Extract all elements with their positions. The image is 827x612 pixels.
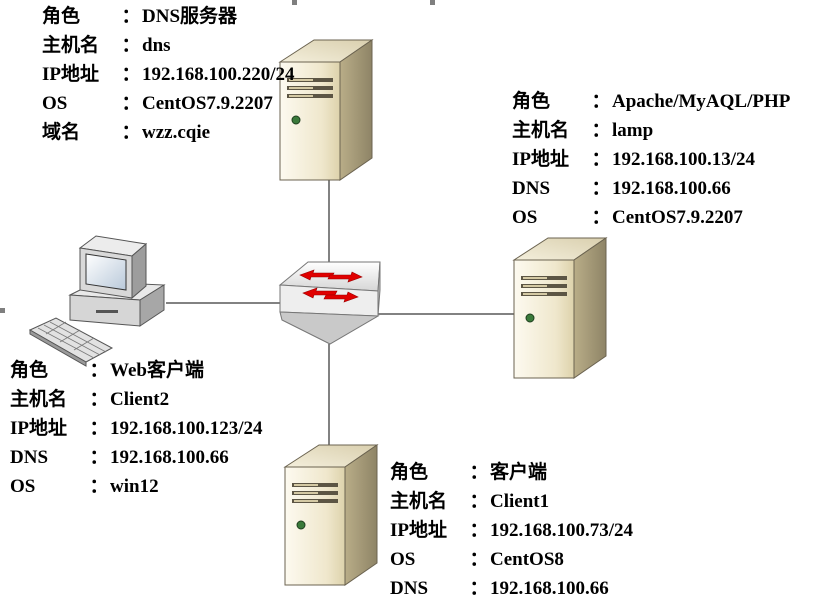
field-separator: ： (591, 178, 611, 199)
info-row: 主机名 ：Client2 (10, 385, 263, 414)
field-key: 角色 (10, 360, 49, 381)
info-row: 主机名 ：dns (42, 31, 295, 60)
field-key: 主机名 (390, 491, 448, 512)
info-row: DNS ：192.168.100.66 (512, 174, 790, 203)
info-row: 主机名 ：lamp (512, 116, 790, 145)
info-row: IP地址 ：192.168.100.13/24 (512, 145, 790, 174)
field-key: 域名 (42, 122, 81, 143)
client2-info: 角色：Web客户端 主机名：Client2 IP地址：192.168.100.1… (10, 356, 263, 501)
field-separator: ： (89, 476, 109, 497)
info-row: 角色 ：Apache/MyAQL/PHP (512, 87, 790, 116)
field-separator: ： (591, 120, 611, 141)
field-separator: ： (121, 6, 141, 27)
field-key: OS (42, 93, 68, 114)
field-separator: ： (89, 418, 109, 439)
info-row: IP地址 ：192.168.100.123/24 (10, 414, 263, 443)
corner-mark (0, 308, 5, 313)
field-value: wzz.cqie (142, 122, 211, 143)
field-key: DNS (512, 178, 551, 199)
field-separator: ： (469, 491, 489, 512)
field-separator: ： (469, 549, 489, 570)
corner-mark (292, 0, 297, 5)
field-separator: ： (121, 35, 141, 56)
info-row: OS ：win12 (10, 472, 263, 501)
field-key: 角色 (512, 91, 551, 112)
corner-mark (430, 0, 435, 5)
field-key: DNS (390, 578, 429, 599)
field-value: 192.168.100.123/24 (110, 418, 263, 439)
field-separator: ： (469, 578, 489, 599)
dns-server-info: 角色：DNS服务器 主机名：dns IP地址：192.168.100.220/2… (42, 2, 295, 147)
field-value: dns (142, 35, 171, 56)
field-value: 192.168.100.73/24 (490, 520, 634, 541)
info-row: OS ：CentOS8 (390, 545, 633, 574)
field-key: OS (10, 476, 36, 497)
field-key: OS (512, 207, 538, 228)
field-separator: ： (89, 447, 109, 468)
field-value: 客户端 (490, 462, 548, 483)
field-separator: ： (591, 207, 611, 228)
field-value: Web客户端 (110, 360, 204, 381)
info-row: DNS ：192.168.100.66 (390, 574, 633, 603)
field-separator: ： (121, 93, 141, 114)
info-row: 角色 ：Web客户端 (10, 356, 263, 385)
info-row: IP地址 ：192.168.100.220/24 (42, 60, 295, 89)
field-separator: ： (469, 462, 489, 483)
network-switch-icon (278, 261, 381, 345)
info-row: IP地址 ：192.168.100.73/24 (390, 516, 633, 545)
field-key: 主机名 (10, 389, 68, 410)
info-row: 域名 ：wzz.cqie (42, 118, 295, 147)
field-key: OS (390, 549, 416, 570)
field-separator: ： (469, 520, 489, 541)
tower-server-icon (284, 444, 378, 586)
field-value: CentOS8 (490, 549, 564, 570)
field-value: 192.168.100.66 (490, 578, 609, 599)
field-key: IP地址 (512, 149, 570, 170)
info-row: DNS ：192.168.100.66 (10, 443, 263, 472)
field-separator: ： (121, 64, 141, 85)
field-value: DNS服务器 (142, 6, 238, 27)
field-value: win12 (110, 476, 159, 497)
field-separator: ： (121, 122, 141, 143)
field-key: IP地址 (390, 520, 448, 541)
field-key: 角色 (42, 6, 81, 27)
field-key: IP地址 (42, 64, 100, 85)
field-value: Client2 (110, 389, 170, 410)
lamp-server-info: 角色：Apache/MyAQL/PHP 主机名：lamp IP地址：192.16… (512, 87, 790, 232)
field-value: 192.168.100.66 (110, 447, 229, 468)
info-row: OS ：CentOS7.9.2207 (42, 89, 295, 118)
field-key: 主机名 (42, 35, 100, 56)
field-value: lamp (612, 120, 654, 141)
field-key: IP地址 (10, 418, 68, 439)
info-row: 角色 ：DNS服务器 (42, 2, 295, 31)
desktop-computer-icon (28, 235, 166, 367)
info-row: 主机名 ：Client1 (390, 487, 633, 516)
field-value: CentOS7.9.2207 (142, 93, 273, 114)
field-value: Client1 (490, 491, 550, 512)
client1-info: 角色：客户端 主机名：Client1 IP地址：192.168.100.73/2… (390, 458, 633, 603)
field-value: CentOS7.9.2207 (612, 207, 743, 228)
field-value: 192.168.100.220/24 (142, 64, 295, 85)
info-row: OS ：CentOS7.9.2207 (512, 203, 790, 232)
field-separator: ： (89, 360, 109, 381)
field-value: 192.168.100.66 (612, 178, 731, 199)
field-value: Apache/MyAQL/PHP (612, 91, 791, 112)
field-separator: ： (89, 389, 109, 410)
info-row: 角色 ：客户端 (390, 458, 633, 487)
field-key: 角色 (390, 462, 429, 483)
tower-server-icon (513, 237, 607, 379)
field-key: 主机名 (512, 120, 570, 141)
field-value: 192.168.100.13/24 (612, 149, 756, 170)
field-separator: ： (591, 149, 611, 170)
field-separator: ： (591, 91, 611, 112)
field-key: DNS (10, 447, 49, 468)
